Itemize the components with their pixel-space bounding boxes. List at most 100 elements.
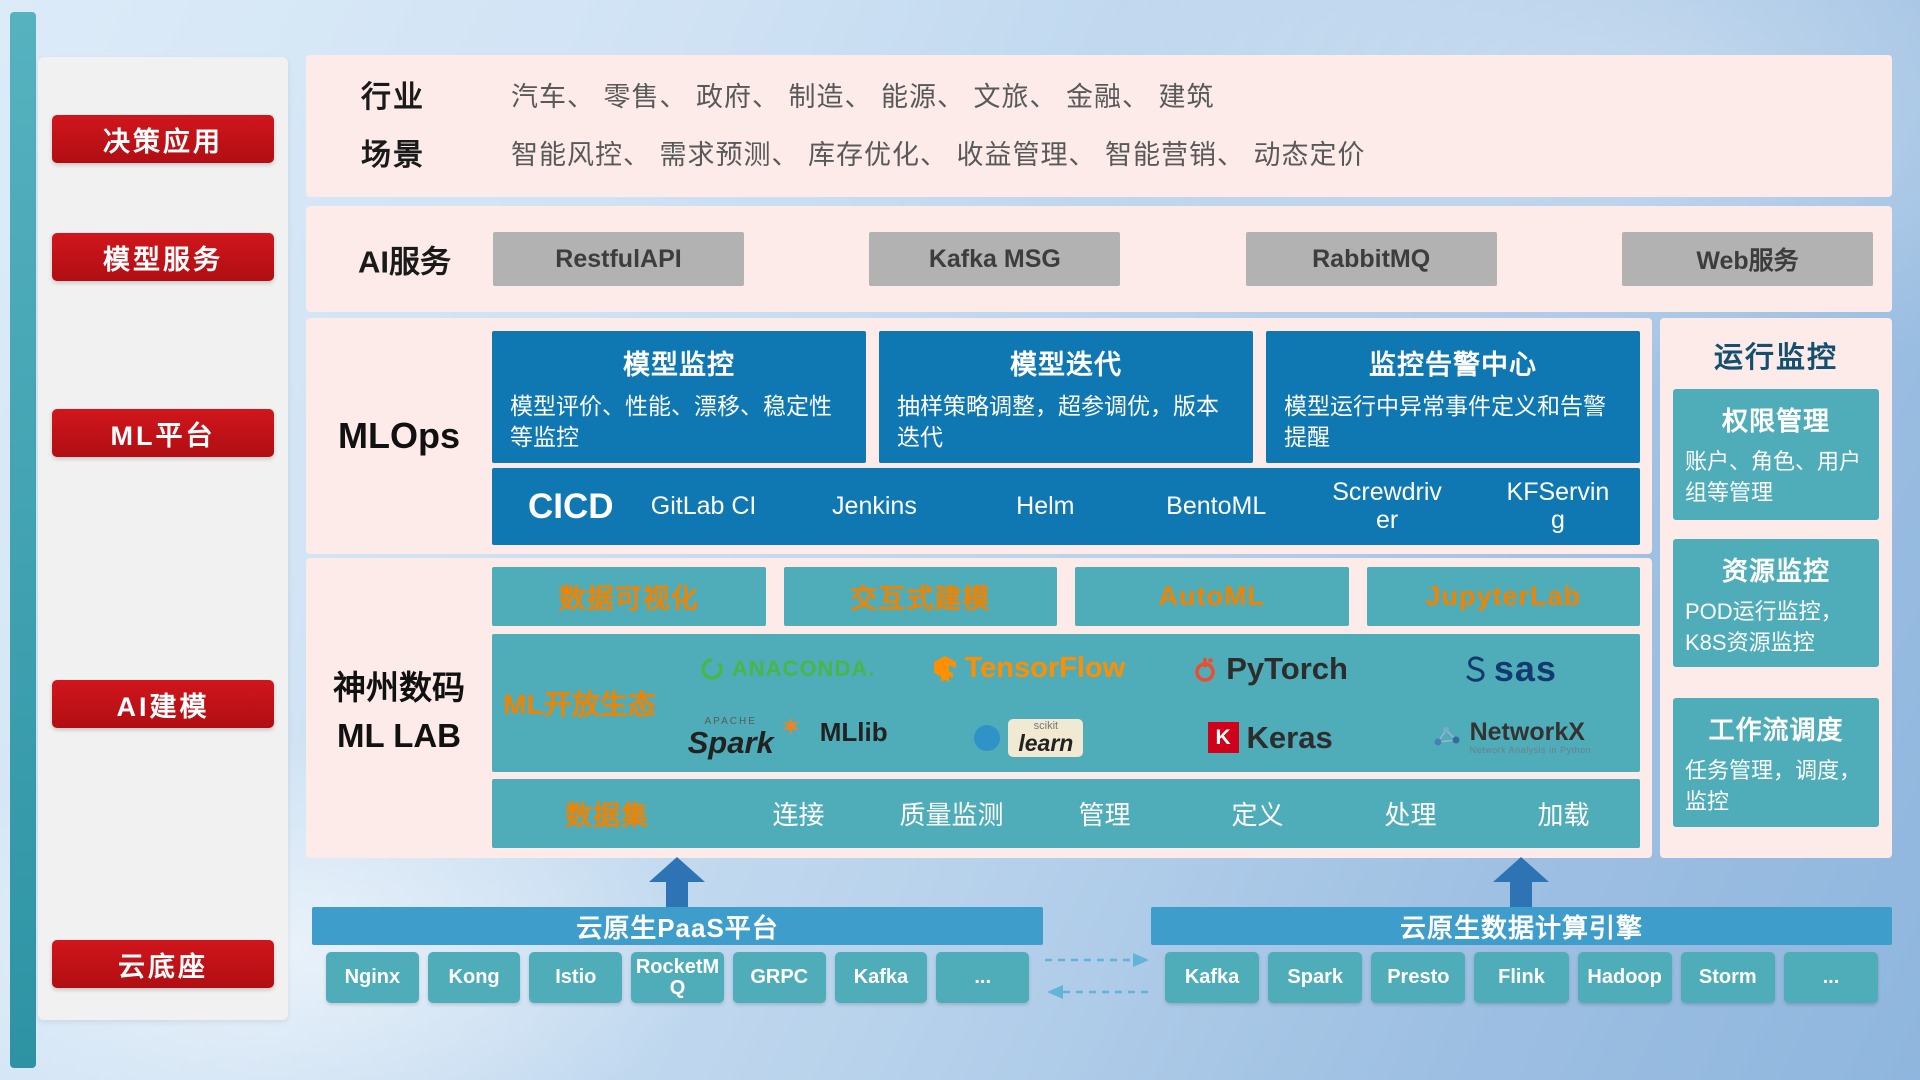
spark-star-icon <box>782 717 799 735</box>
engine-button-more: ... <box>1783 952 1878 1003</box>
arrow-head <box>649 857 705 882</box>
engine-button-storm: Storm <box>1680 952 1775 1003</box>
tensorflow-icon <box>933 655 956 682</box>
arrow-head <box>1493 857 1549 882</box>
ml-ecosystem-box: ML开放生态 ANACONDA. TensorFlow <box>492 634 1640 772</box>
service-button-rabbitmq: RabbitMQ <box>1245 232 1497 286</box>
networkx-subtitle: Network Analysis in Python <box>1469 745 1592 756</box>
engine-button-kafka: Kafka <box>1165 952 1260 1003</box>
sas-logo: sas <box>1466 648 1557 690</box>
anaconda-label: ANACONDA. <box>731 655 876 681</box>
exchange-arrows-icon <box>1045 953 1151 999</box>
industry-row: 行业 汽车、 零售、 政府、 制造、 能源、 文旅、 金融、 建筑 <box>306 65 1892 123</box>
engine-buttons: Kafka Spark Presto Flink Hadoop Storm ..… <box>1151 952 1892 1003</box>
cicd-tool-gitlab-ci: GitLab CI <box>650 491 757 520</box>
dataset-bar: 数据集 连接 质量监测 管理 定义 处理 加载 <box>492 779 1640 848</box>
mllab-label-line2: ML LAB <box>336 717 462 754</box>
card-desc: POD运行监控，K8S资源监控 <box>1685 599 1843 655</box>
paas-button-kafka: Kafka <box>834 952 928 1003</box>
ml-ecosystem-logos: ANACONDA. TensorFlow PyTorch <box>667 634 1640 772</box>
sas-icon <box>1466 655 1485 682</box>
spark-mllib-logo: APACHE Spark MLlib <box>687 716 888 760</box>
service-button-restfulapi: RestfulAPI <box>493 232 744 286</box>
card-title: 权限管理 <box>1721 406 1830 436</box>
cicd-tools: GitLab CI Jenkins Helm BentoML Screwdriv… <box>648 478 1614 534</box>
engine-button-spark: Spark <box>1268 952 1363 1003</box>
engine-header: 云原生数据计算引擎 <box>1151 907 1892 945</box>
mllab-label-line1: 神州数码 <box>333 669 465 706</box>
card-title: 资源监控 <box>1721 556 1830 586</box>
monitor-title: 运行监控 <box>1713 342 1838 374</box>
scikit-label: scikit <box>1033 719 1059 732</box>
sidebar: 决策应用 模型服务 ML平台 AI建模 云底座 <box>38 57 288 1020</box>
pytorch-label: PyTorch <box>1226 650 1348 686</box>
lab-button-jupyterlab: JupyterLab <box>1366 567 1640 626</box>
networkx-label: NetworkX <box>1469 717 1585 746</box>
dataset-item-define: 定义 <box>1231 800 1284 830</box>
tensorflow-label: TensorFlow <box>964 652 1126 684</box>
left-edge-strip <box>10 12 36 1068</box>
engine-button-hadoop: Hadoop <box>1577 952 1672 1003</box>
card-desc: 任务管理，调度，监控 <box>1685 758 1862 814</box>
keras-icon: K <box>1207 722 1239 753</box>
scikit-circle-icon <box>974 724 1001 751</box>
cicd-tool-screwdriver: Screwdriver <box>1332 478 1442 534</box>
spark-label: Spark <box>687 725 774 760</box>
scenario-row: 场景 智能风控、 需求预测、 库存优化、 收益管理、 智能营销、 动态定价 <box>306 123 1892 181</box>
dataset-item-load: 加载 <box>1537 800 1590 830</box>
service-button-web: Web服务 <box>1621 232 1873 286</box>
mllab-label: 神州数码 ML LAB <box>306 558 492 858</box>
anaconda-logo: ANACONDA. <box>700 656 875 682</box>
card-title: 模型监控 <box>623 350 735 380</box>
card-title: 模型迭代 <box>1010 350 1122 380</box>
lab-button-data-visualization: 数据可视化 <box>492 567 766 626</box>
paas-header: 云原生PaaS平台 <box>312 907 1043 945</box>
cicd-tool-bentoml: BentoML <box>1166 491 1267 520</box>
tensorflow-logo: TensorFlow <box>933 652 1126 685</box>
monitor-card-workflow: 工作流调度 任务管理，调度，监控 <box>1673 698 1879 827</box>
scenario-list: 智能风控、 需求预测、 库存优化、 收益管理、 智能营销、 动态定价 <box>511 139 1366 170</box>
ai-service-buttons: RestfulAPI Kafka MSG RabbitMQ Web服务 <box>493 232 1873 286</box>
pytorch-icon <box>1195 657 1215 682</box>
apache-label: APACHE <box>704 716 757 727</box>
cicd-tool-helm: Helm <box>1016 491 1075 520</box>
engine-button-presto: Presto <box>1371 952 1466 1003</box>
paas-button-rocketmq: RocketMQ <box>631 952 724 1003</box>
dataset-item-quality: 质量监测 <box>899 800 1004 830</box>
monitor-panel: 运行监控 权限管理 账户、角色、用户组等管理 资源监控 POD运行监控，K8S资… <box>1660 318 1892 858</box>
mllab-band: 神州数码 ML LAB 数据可视化 交互式建模 AutoML JupyterLa… <box>306 558 1652 858</box>
mllab-feature-buttons: 数据可视化 交互式建模 AutoML JupyterLab <box>492 567 1640 626</box>
mlops-card-model-monitoring: 模型监控 模型评价、性能、漂移、稳定性等监控 <box>492 331 866 463</box>
ml-ecosystem-label: ML开放生态 <box>503 689 656 720</box>
cicd-label: CICD <box>528 486 614 526</box>
industry-list: 汽车、 零售、 政府、 制造、 能源、 文旅、 金融、 建筑 <box>511 81 1215 112</box>
paas-button-grpc: GRPC <box>732 952 826 1003</box>
dataset-item-connect: 连接 <box>772 800 825 830</box>
card-desc: 抽样策略调整，超参调优，版本迭代 <box>897 393 1219 451</box>
ai-service-band: AI服务 RestfulAPI Kafka MSG RabbitMQ Web服务 <box>306 206 1892 312</box>
up-arrow-icon <box>649 857 705 907</box>
monitor-card-permissions: 权限管理 账户、角色、用户组等管理 <box>1673 389 1879 520</box>
sidebar-item-ai-modeling: AI建模 <box>52 680 274 728</box>
mllib-label: MLlib <box>819 717 888 747</box>
sidebar-item-model-service: 模型服务 <box>52 233 274 281</box>
cicd-bar: CICD GitLab CI Jenkins Helm BentoML Scre… <box>492 468 1640 545</box>
scenario-label: 场景 <box>361 139 425 172</box>
mlops-band: MLOps 模型监控 模型评价、性能、漂移、稳定性等监控 模型迭代 抽样策略调整… <box>306 318 1652 554</box>
networkx-icon <box>1434 727 1460 746</box>
sidebar-item-ml-platform: ML平台 <box>52 409 274 457</box>
engine-button-flink: Flink <box>1474 952 1569 1003</box>
arrow-stem <box>666 882 688 907</box>
sidebar-item-decision-application: 决策应用 <box>52 115 274 163</box>
card-desc: 模型运行中异常事件定义和告警提醒 <box>1284 393 1606 451</box>
monitor-card-resources: 资源监控 POD运行监控，K8S资源监控 <box>1673 539 1879 667</box>
sas-label: sas <box>1493 647 1557 689</box>
mlops-label: MLOps <box>338 415 460 456</box>
keras-label: Keras <box>1246 719 1333 755</box>
cicd-tool-kfserving: KFServing <box>1506 478 1610 534</box>
up-arrow-icon <box>1493 857 1549 907</box>
pytorch-logo: PyTorch <box>1192 651 1348 687</box>
spark-logo: APACHE Spark <box>687 716 774 760</box>
networkx-logo: NetworkX Network Analysis in Python <box>1432 717 1592 756</box>
service-button-kafka-msg: Kafka MSG <box>869 232 1121 286</box>
